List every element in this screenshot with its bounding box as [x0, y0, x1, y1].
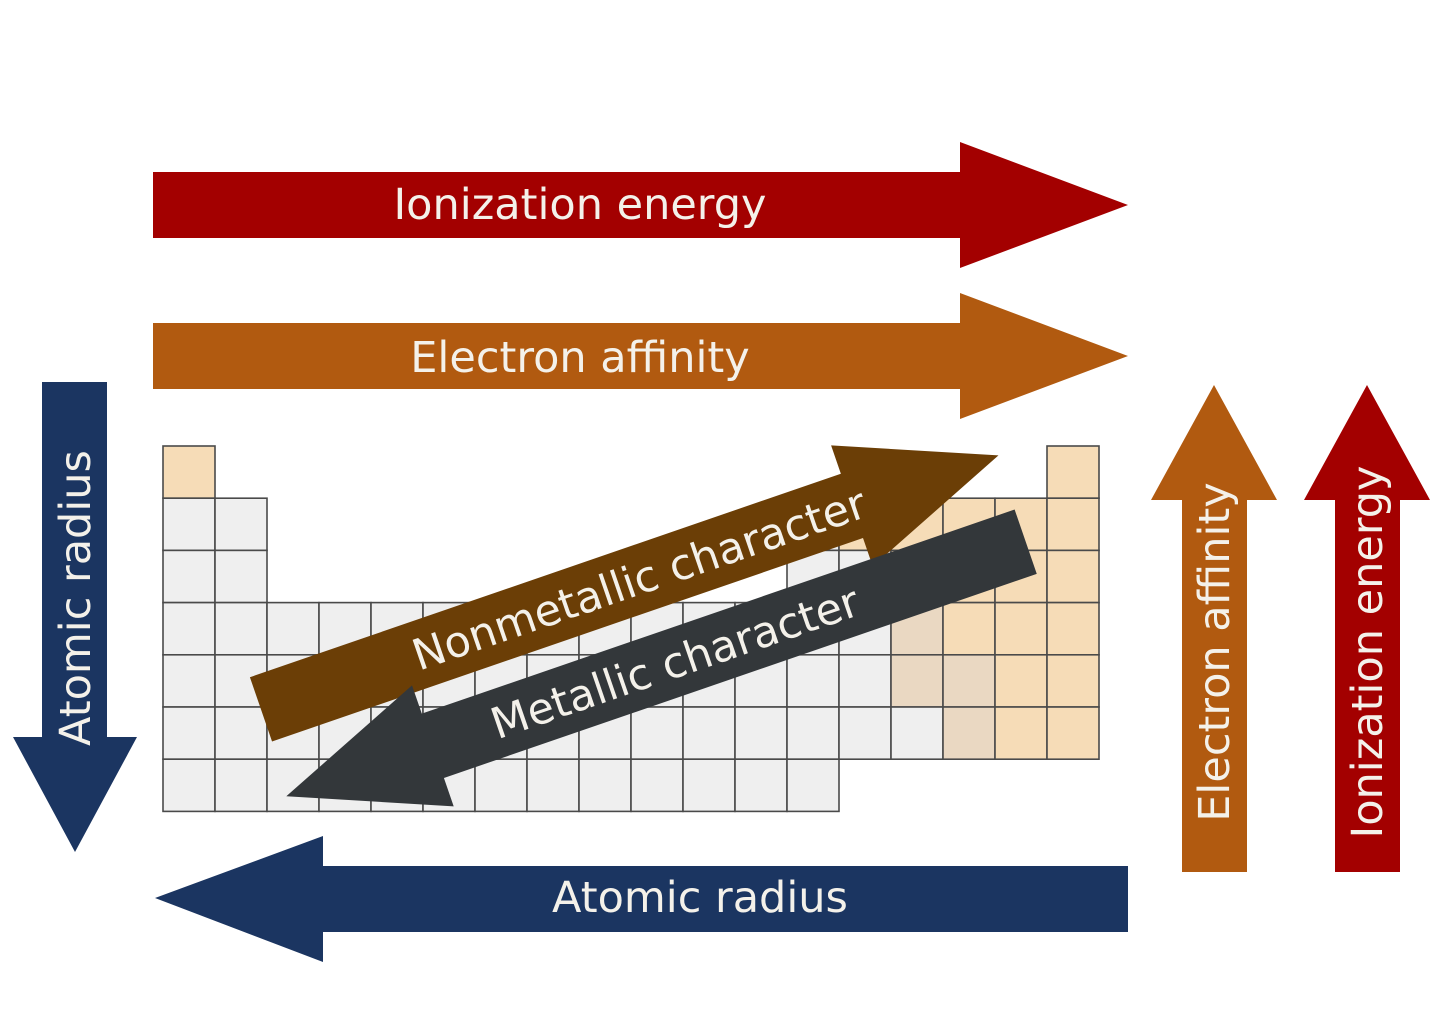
electron-affinity-arrow-horizontal: Electron affinity — [153, 293, 1128, 419]
electron-affinity-label-vertical: Electron affinity — [1190, 482, 1240, 821]
ionization-arrow-shape — [153, 142, 1128, 268]
element-cell — [214, 549, 268, 604]
periodic-table-grid — [162, 445, 1100, 813]
radius-arrow-shape-horizontal — [155, 836, 1128, 962]
element-cell — [994, 706, 1048, 761]
element-cell — [578, 758, 632, 813]
affinity-arrow-shape-vertical — [1151, 385, 1277, 872]
element-cell — [1046, 497, 1100, 552]
element-cell — [786, 758, 840, 813]
element-cell — [1046, 549, 1100, 604]
element-cell — [162, 445, 216, 500]
electron-affinity-label: Electron affinity — [410, 333, 749, 383]
element-cell — [526, 758, 580, 813]
ionization-energy-label-vertical: Ionization energy — [1343, 466, 1393, 839]
element-cell — [1046, 601, 1100, 656]
element-cell — [162, 549, 216, 604]
element-cell — [838, 653, 892, 708]
element-cell — [994, 653, 1048, 708]
element-cell — [162, 653, 216, 708]
element-cell — [994, 601, 1048, 656]
element-cell — [214, 601, 268, 656]
element-cell — [734, 706, 788, 761]
element-cell — [942, 601, 996, 656]
radius-arrow-shape-vertical — [13, 382, 137, 852]
element-cell — [890, 653, 944, 708]
ionization-energy-arrow-vertical: Ionization energy — [1304, 385, 1430, 872]
element-cell — [890, 706, 944, 761]
atomic-radius-arrow-horizontal: Atomic radius — [155, 836, 1128, 962]
element-cell — [942, 706, 996, 761]
element-cell — [266, 601, 320, 656]
element-cell — [214, 758, 268, 813]
element-cell — [1046, 706, 1100, 761]
element-cell — [786, 706, 840, 761]
nonmetallic-arrow-shape — [249, 445, 999, 742]
element-cell — [1046, 445, 1100, 500]
element-cell — [162, 758, 216, 813]
element-cell — [214, 706, 268, 761]
element-cell — [734, 758, 788, 813]
element-cell — [838, 706, 892, 761]
element-cell — [630, 706, 684, 761]
element-cell — [162, 706, 216, 761]
ionization-energy-label: Ionization energy — [394, 180, 767, 230]
ionization-energy-arrow-horizontal: Ionization energy — [153, 142, 1128, 268]
element-cell — [942, 653, 996, 708]
metallic-arrow-shape — [286, 509, 1037, 807]
affinity-arrow-shape — [153, 293, 1128, 419]
atomic-radius-arrow-vertical: Atomic radius — [13, 382, 137, 852]
atomic-radius-label-horizontal: Atomic radius — [552, 873, 848, 923]
element-cell — [162, 601, 216, 656]
ionization-arrow-shape-vertical — [1304, 385, 1430, 872]
atomic-radius-label-vertical: Atomic radius — [51, 450, 101, 746]
electron-affinity-arrow-vertical: Electron affinity — [1151, 385, 1277, 872]
element-cell — [630, 758, 684, 813]
element-cell — [1046, 653, 1100, 708]
element-cell — [786, 653, 840, 708]
element-cell — [682, 706, 736, 761]
element-cell — [214, 497, 268, 552]
element-cell — [162, 497, 216, 552]
element-cell — [474, 758, 528, 813]
element-cell — [682, 758, 736, 813]
